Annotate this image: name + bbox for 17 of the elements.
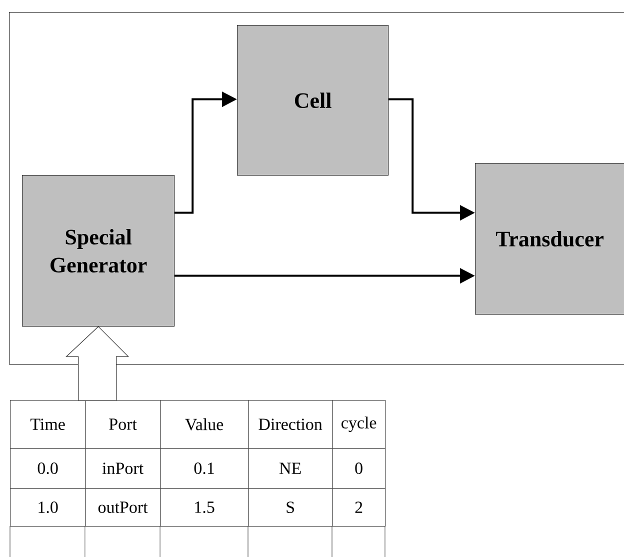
table-cell: outPort	[85, 488, 161, 527]
table-cell: 0.0	[10, 448, 86, 489]
table-cell: 0.1	[160, 448, 249, 489]
process-box: Transducer	[475, 163, 624, 315]
table-cell: NE	[248, 448, 333, 489]
table-cell: Value	[160, 400, 249, 449]
table-cell: Time	[10, 400, 86, 449]
table-cell: 1.0	[10, 488, 86, 527]
table-cell: inPort	[85, 448, 161, 489]
table-cell: Direction	[248, 400, 333, 449]
table-cell: 2	[332, 488, 386, 527]
table-cell: 1.5	[160, 488, 249, 527]
table-cell: 0	[332, 448, 386, 489]
table-cell: S	[248, 488, 333, 527]
process-box: Cell	[237, 25, 389, 176]
process-box: Special Generator	[22, 175, 175, 327]
table-cell: cycle	[332, 400, 386, 449]
